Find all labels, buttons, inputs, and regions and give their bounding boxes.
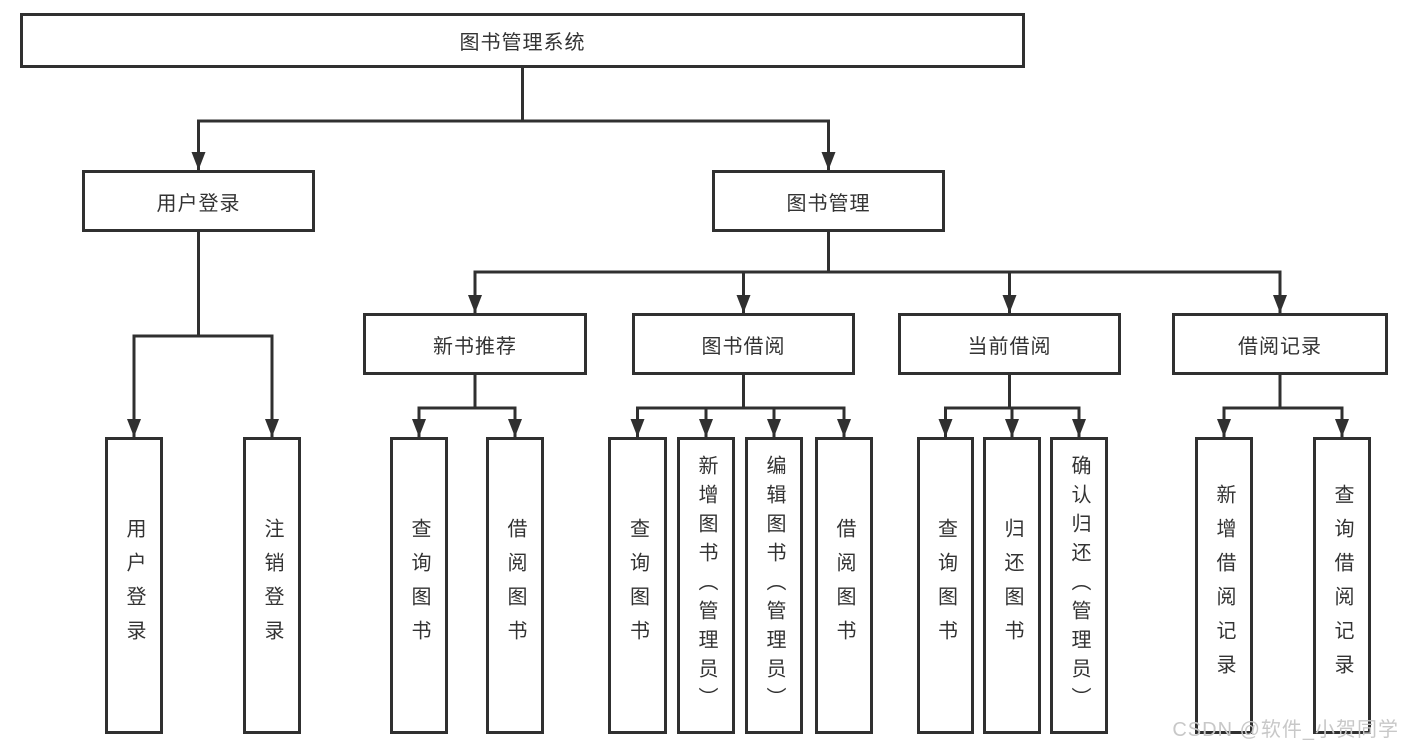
node-book-borrow-label: 图书借阅 bbox=[701, 335, 786, 358]
node-v-confirm-return-label: 确认归还（管理员） bbox=[1068, 455, 1090, 716]
node-v-user-login-label: 用户登录 bbox=[123, 517, 145, 654]
node-v-query-record-label: 查询借阅记录 bbox=[1331, 483, 1353, 688]
node-v-confirm-return: 确认归还（管理员） bbox=[1050, 437, 1108, 734]
node-current-borrow-label: 当前借阅 bbox=[967, 335, 1052, 358]
node-v-return-book-label: 归还图书 bbox=[1001, 517, 1023, 654]
node-book-borrow: 图书借阅 bbox=[632, 313, 855, 375]
node-v-query-record: 查询借阅记录 bbox=[1313, 437, 1371, 734]
node-book-mgmt-label: 图书管理 bbox=[786, 192, 871, 215]
node-v-add-book: 新增图书（管理员） bbox=[677, 437, 735, 734]
node-system-label: 图书管理系统 bbox=[459, 32, 586, 54]
node-new-book-rec-label: 新书推荐 bbox=[433, 335, 517, 358]
node-borrow-record: 借阅记录 bbox=[1172, 313, 1388, 375]
node-v-borrow-book-2-label: 借阅图书 bbox=[833, 517, 855, 654]
node-borrow-record-label: 借阅记录 bbox=[1238, 335, 1322, 358]
node-user-login: 用户登录 bbox=[82, 170, 315, 232]
node-current-borrow: 当前借阅 bbox=[898, 313, 1121, 375]
node-v-query-book-1-label: 查询图书 bbox=[408, 517, 430, 654]
node-v-edit-book-label: 编辑图书（管理员） bbox=[763, 455, 785, 716]
node-new-book-rec: 新书推荐 bbox=[363, 313, 587, 375]
node-v-borrow-book-1: 借阅图书 bbox=[486, 437, 544, 734]
node-v-query-book-1: 查询图书 bbox=[390, 437, 448, 734]
node-v-borrow-book-1-label: 借阅图书 bbox=[504, 517, 526, 654]
node-v-add-record: 新增借阅记录 bbox=[1195, 437, 1253, 734]
node-v-add-book-label: 新增图书（管理员） bbox=[695, 455, 717, 716]
node-v-query-book-3-label: 查询图书 bbox=[934, 517, 957, 654]
node-system: 图书管理系统 bbox=[20, 13, 1025, 68]
node-v-edit-book: 编辑图书（管理员） bbox=[745, 437, 803, 734]
node-book-mgmt: 图书管理 bbox=[712, 170, 945, 232]
node-v-return-book: 归还图书 bbox=[983, 437, 1041, 734]
node-v-user-login: 用户登录 bbox=[105, 437, 163, 734]
node-v-query-book-2-label: 查询图书 bbox=[626, 517, 649, 654]
node-user-login-label: 用户登录 bbox=[156, 192, 241, 215]
watermark: CSDN @软件_小贺同学 bbox=[1172, 719, 1399, 741]
node-v-add-record-label: 新增借阅记录 bbox=[1213, 483, 1235, 688]
node-v-logout-label: 注销登录 bbox=[261, 517, 283, 654]
node-v-query-book-3: 查询图书 bbox=[917, 437, 974, 734]
node-v-logout: 注销登录 bbox=[243, 437, 301, 734]
node-v-borrow-book-2: 借阅图书 bbox=[815, 437, 873, 734]
node-v-query-book-2: 查询图书 bbox=[608, 437, 667, 734]
